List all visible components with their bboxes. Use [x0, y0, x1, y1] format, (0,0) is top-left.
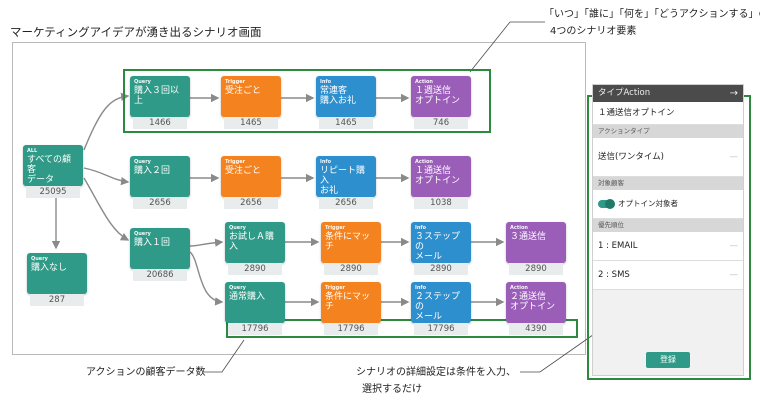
- annotation-line: シナリオの詳細設定は条件を入力、: [356, 367, 516, 378]
- panel-header: タイプAction →: [593, 85, 743, 102]
- settings-annotation: シナリオの詳細設定は条件を入力、 選択するだけ: [356, 364, 516, 398]
- chevron-down-icon: —: [729, 241, 739, 251]
- annotation-line: 4つのシナリオ要素: [550, 26, 637, 37]
- customer-count: 4390: [509, 323, 563, 335]
- optin-toggle-row[interactable]: オプトイン対象者: [593, 190, 743, 219]
- priority-1-select[interactable]: 1 : EMAIL—: [593, 232, 743, 261]
- customer-count: 1465: [224, 117, 278, 129]
- customer-count: 1038: [414, 197, 468, 209]
- scenario-settings-panel: タイプAction → １通送信オプトイン アクションタイプ 送信(ワンタイム)…: [592, 84, 744, 376]
- submit-button[interactable]: 登録: [646, 352, 690, 368]
- page-title: マーケティングアイデアが湧き出るシナリオ画面: [10, 25, 262, 39]
- customer-count: 2656: [133, 197, 187, 209]
- customer-count: 746: [414, 117, 468, 129]
- scenario-elements-annotation: 「いつ」「誰に」「何を」「どうアクションする」の 4つのシナリオ要素: [544, 6, 760, 40]
- toggle-label: オプトイン対象者: [618, 199, 678, 208]
- scenario-elements-highlight: [123, 69, 491, 133]
- section-priority: 優先順位: [593, 219, 743, 232]
- customer-count: 2890: [228, 263, 282, 275]
- chevron-down-icon: —: [729, 270, 739, 280]
- section-target: 対象顧客: [593, 177, 743, 190]
- priority-2-select[interactable]: 2 : SMS—: [593, 261, 743, 290]
- customer-count: 2890: [509, 263, 563, 275]
- customer-count: 1465: [319, 117, 373, 129]
- annotation-line: 「いつ」「誰に」「何を」「どうアクションする」の: [544, 9, 760, 20]
- customer-count: 2656: [319, 197, 373, 209]
- action-type-select[interactable]: 送信(ワンタイム)—: [593, 138, 743, 177]
- customer-count: 2890: [414, 263, 468, 275]
- customer-count: 1466: [133, 117, 187, 129]
- customer-count: 17796: [228, 323, 282, 335]
- arrow-right-icon[interactable]: →: [729, 88, 738, 99]
- customer-count-annotation: アクションの顧客データ数: [86, 367, 206, 378]
- customer-count: 2890: [324, 263, 378, 275]
- chevron-down-icon: —: [729, 152, 739, 162]
- customer-count-highlight: [226, 319, 578, 338]
- panel-type-title: タイプAction: [598, 88, 651, 98]
- scenario-name-field[interactable]: １通送信オプトイン: [593, 102, 743, 125]
- annotation-line: 選択するだけ: [362, 384, 422, 395]
- optin-toggle[interactable]: [598, 198, 615, 209]
- customer-count: 17796: [414, 323, 468, 335]
- customer-count: 25095: [26, 186, 80, 198]
- customer-count: 287: [30, 294, 84, 306]
- customer-count: 2656: [224, 197, 278, 209]
- customer-count: 20686: [133, 269, 187, 281]
- customer-count: 17796: [324, 323, 378, 335]
- section-action-type: アクションタイプ: [593, 125, 743, 138]
